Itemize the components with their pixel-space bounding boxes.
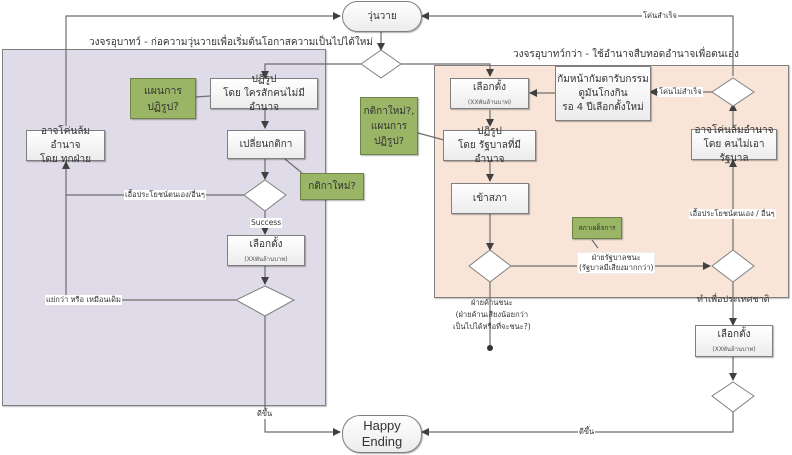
bottom-election-cost: (XXพันล้านบาท) xyxy=(712,346,756,353)
left-reform-line2: โดย ใครสักคนไม่มีอำนาจ xyxy=(223,87,305,113)
label-success: Success xyxy=(250,218,283,228)
label-gov-wins-line2: (รัฐบาลมีเสียงมากกว่า) xyxy=(579,263,654,272)
decision-left-1 xyxy=(243,179,287,212)
right-election-label: เลือกตั้ง xyxy=(473,81,506,93)
decision-bottom xyxy=(711,381,755,413)
left-overthrow-line2: โดย ทุกฝ่าย xyxy=(40,153,91,165)
start-label: วุ่นวาย xyxy=(367,11,397,22)
right-reform-line1: ปฏิรูป xyxy=(477,125,502,137)
end-label-line1: Happy xyxy=(363,418,401,433)
happy-ending-terminator: Happy Ending xyxy=(342,415,422,453)
label-better-left: ดีขึ้น xyxy=(256,409,274,419)
parliament-box: เข้าสภา xyxy=(451,183,529,214)
label-overthrow-fail: โค่นไม่สำเร็จ xyxy=(658,87,703,97)
label-for-nation: ทำเพื่อประเทศชาติ xyxy=(697,295,770,305)
left-reform-box: ปฏิรูป โดย ใครสักคนไม่มีอำนาจ xyxy=(210,74,318,113)
right-reform-box: ปฏิรูป โดย รัฐบาลที่มีอำนาจ xyxy=(443,126,536,165)
left-reform-line1: ปฏิรูป xyxy=(251,73,277,85)
cover-up-box: กัมหน้ากัมตารับกรรม ดูมันโกงกิน รอ 4 ปีเ… xyxy=(555,66,651,121)
change-rules-box: เปลี่ยนกติกา xyxy=(227,130,305,159)
left-election-label: เลือกตั้ง xyxy=(249,238,283,250)
label-self-interest-left: เอื้อประโยชน์ตนเอง/อื่นๆ xyxy=(124,190,206,200)
label-opp-wins: ฝ่ายค้านชนะ (ฝ่ายค้านเสียงน้อยกว่า เป็นไ… xyxy=(452,297,532,333)
cover-up-line1: กัมหน้ากัมตารับกรรม xyxy=(557,73,649,85)
swimlane-right-title: วงจรอุบาทว์กว่า - ใช้อำนาจสืบทอดอำนาจเพื… xyxy=(513,49,739,60)
note-new-rules: กติกาใหม่? xyxy=(300,173,364,200)
note-reform-plan: แผนการ ปฏิรูป? xyxy=(130,78,196,119)
decision-left-2 xyxy=(234,285,296,317)
left-election-box: เลือกตั้ง (XXพันล้านบาท) xyxy=(227,235,305,266)
right-overthrow-box: อาจโค่นล้มอำนาจ โดย คนไม่เอารัฐบาล xyxy=(691,125,777,164)
left-overthrow-box: อาจโค่นล้มอำนาจ โดย ทุกฝ่าย xyxy=(26,126,105,165)
bottom-election-box: เลือกตั้ง (XXพันล้านบาท) xyxy=(695,325,773,357)
label-opp-wins-line1: ฝ่ายค้านชนะ xyxy=(471,298,513,307)
note-new-rules-plan-line1: กติกาใหม่?, xyxy=(363,105,415,117)
edge-decision-to-left-reform xyxy=(261,63,361,79)
right-overthrow-line1: อาจโค่นล้มอำนาจ xyxy=(694,124,774,136)
change-rules-label: เปลี่ยนกติกา xyxy=(239,138,293,150)
right-overthrow-line2: โดย คนไม่เอารัฐบาล xyxy=(703,138,765,164)
right-election-cost: (XXพันล้านบาท) xyxy=(467,98,512,106)
label-overthrow-success: โค่นสำเร็จ xyxy=(642,11,678,21)
swimlane-left-title: วงจรอุบาทว์ - ก่อความวุ่นวายเพื่อเริ่มต้… xyxy=(89,37,373,48)
left-election-cost: (XXพันล้านบาท) xyxy=(244,255,288,263)
decision-top xyxy=(360,49,402,79)
cover-up-line3: รอ 4 ปีเลือกตั้งใหม่ xyxy=(562,101,644,113)
label-worse-or-same: แย่กว่า หรือ เหมือนเดิม xyxy=(45,295,122,305)
parliament-label: เข้าสภา xyxy=(472,192,508,204)
label-self-interest-right: เอื้อประโยชน์ตนเอง / อื่นๆ xyxy=(689,209,776,219)
label-opp-wins-line3: เป็นไปได้หรือที่จะชนะ?) xyxy=(453,322,531,331)
edge-decision-success-to-start xyxy=(421,12,734,76)
label-gov-wins-line1: ฝ่ายรัฐบาลชนะ xyxy=(591,253,641,262)
decision-right-top xyxy=(711,77,755,107)
start-terminator: วุ่นวาย xyxy=(342,1,422,32)
note-new-rules-plan-line2: แผนการ xyxy=(370,120,408,132)
left-overthrow-line1: อาจโค่นล้มอำนาจ xyxy=(40,125,91,151)
cover-up-line2: ดูมันโกงกิน xyxy=(578,87,628,99)
right-election-box: เลือกตั้ง (XXพันล้านบาท) xyxy=(450,78,529,109)
edge-bottom-decision-to-happy xyxy=(421,412,734,436)
edge-decision2-to-left-loop xyxy=(65,195,236,301)
end-label-line2: Ending xyxy=(361,434,403,449)
note-reform-plan-line2: ปฏิรูป? xyxy=(147,100,179,113)
note-reform-plan-line1: แผนการ xyxy=(144,84,182,97)
bottom-election-label: เลือกตั้ง xyxy=(717,329,751,340)
label-gov-wins: ฝ่ายรัฐบาลชนะ (รัฐบาลมีเสียงมากกว่า) xyxy=(577,252,656,274)
decision-right-gov xyxy=(711,249,755,283)
note-new-rules-plan: กติกาใหม่?, แผนการ ปฏิรูป? xyxy=(360,97,418,155)
note-dictatorship: สภาเผด็จการ xyxy=(572,217,622,239)
label-better-right: ดีขึ้น xyxy=(578,427,596,437)
note-new-rules-label: กติกาใหม่? xyxy=(308,180,356,192)
note-new-rules-plan-line3: ปฏิรูป? xyxy=(373,135,405,147)
opp-wins-end-dot xyxy=(487,345,493,351)
decision-right-parliament xyxy=(468,249,512,283)
edge-decision2-to-happy xyxy=(264,316,341,436)
edge-decision-to-right-election xyxy=(401,63,494,77)
right-reform-line2: โดย รัฐบาลที่มีอำนาจ xyxy=(457,139,522,165)
edge-left-loop-to-start xyxy=(65,12,341,126)
note-dictatorship-label: สภาเผด็จการ xyxy=(578,224,616,232)
label-opp-wins-line2: (ฝ่ายค้านเสียงน้อยกว่า xyxy=(455,310,529,319)
